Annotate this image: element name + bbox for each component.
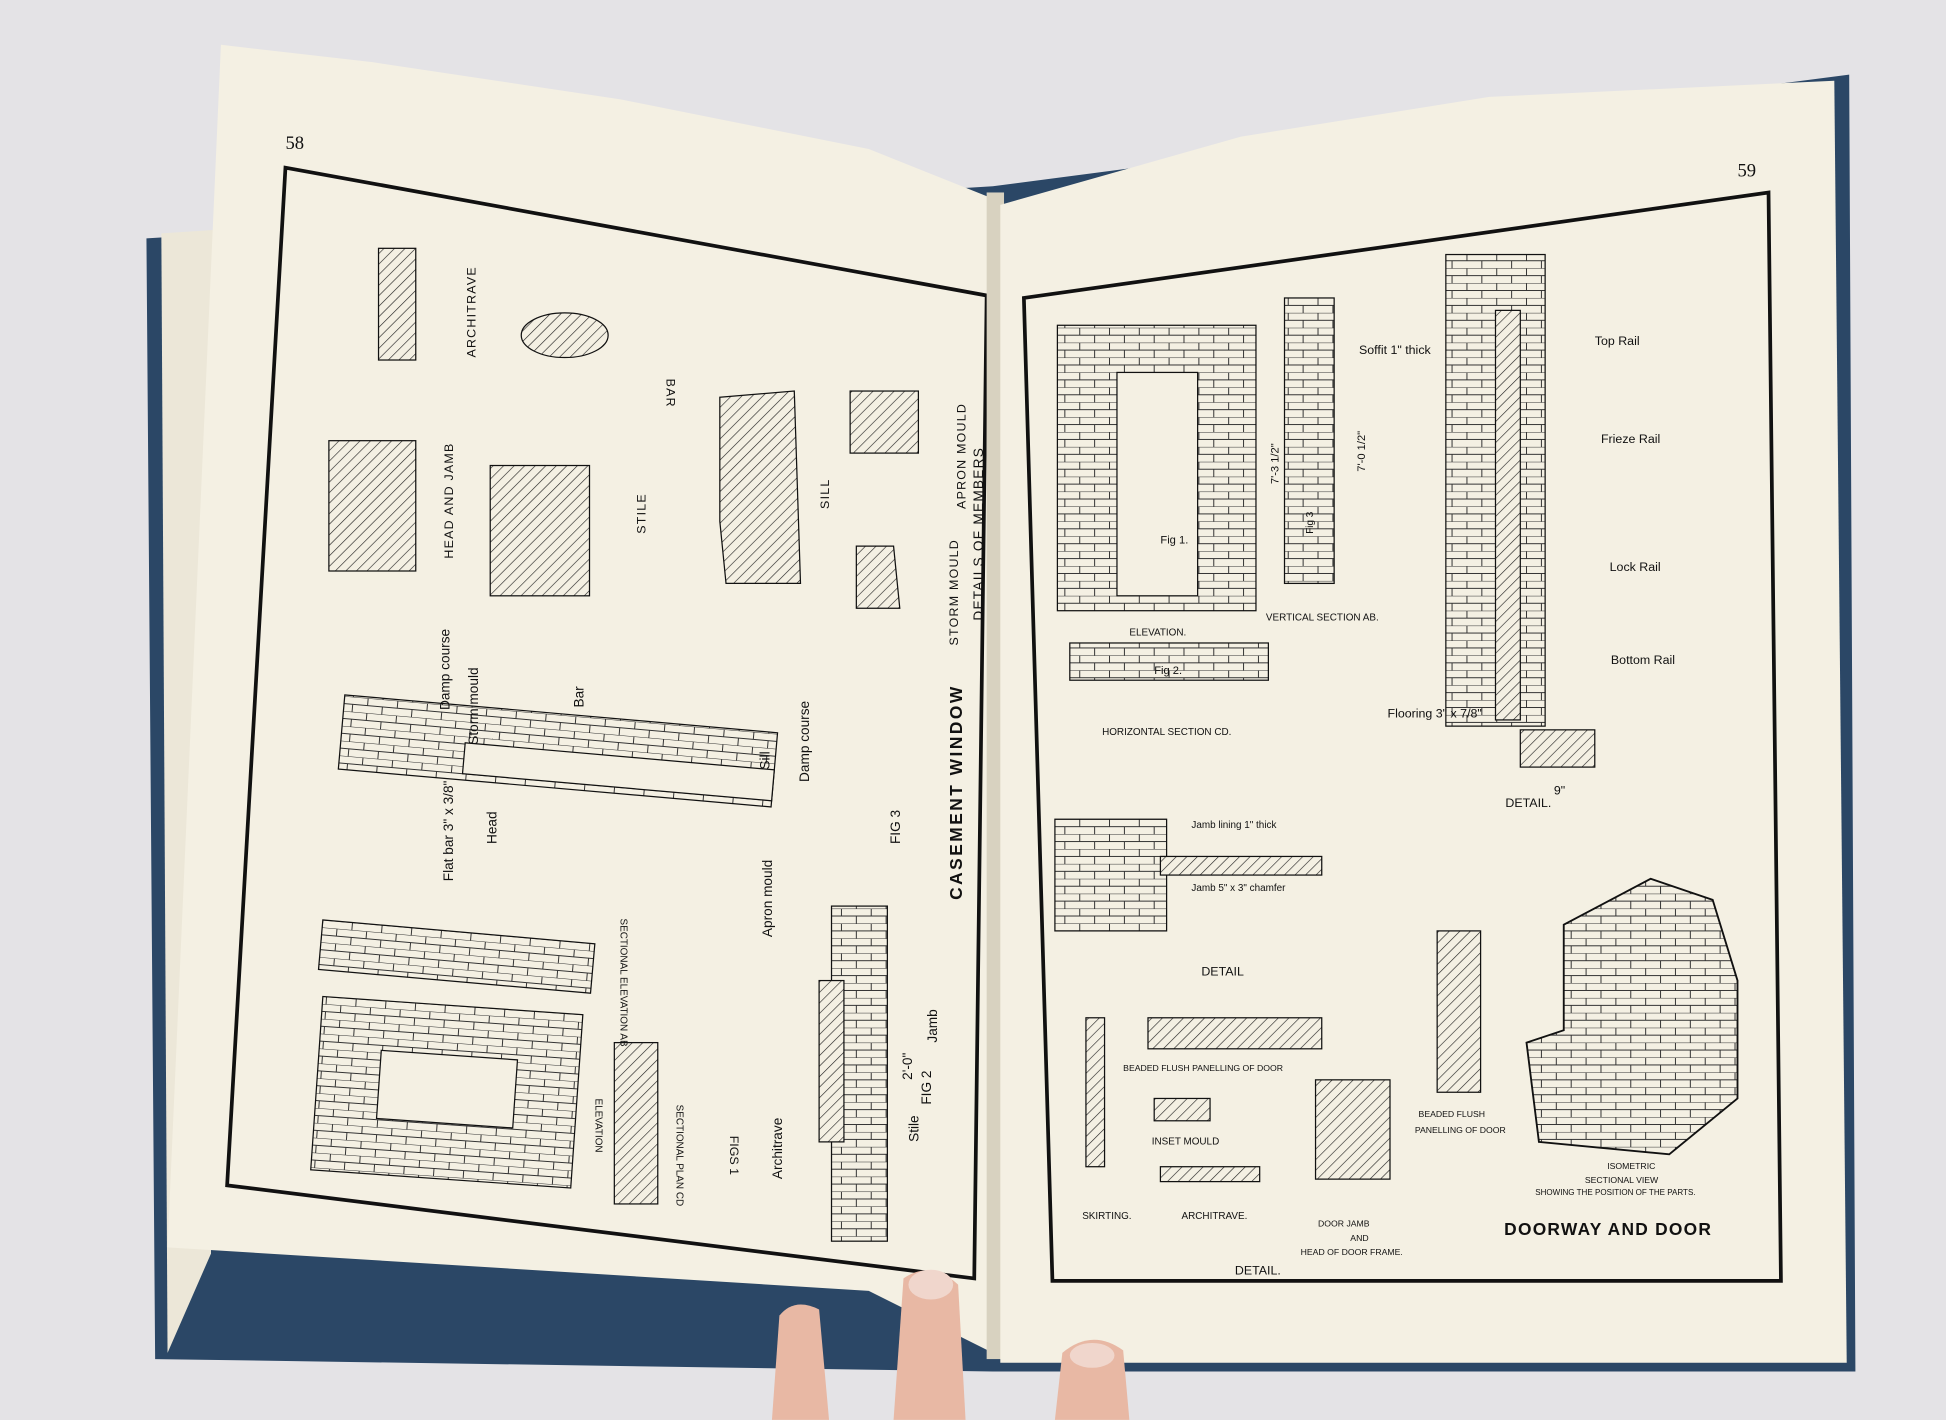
label-door-jamb-3: HEAD OF DOOR FRAME.: [1301, 1247, 1403, 1257]
label-beaded-flush: BEADED FLUSH PANELLING OF DOOR: [1123, 1063, 1283, 1073]
label-dim-7-0: 7'-0 1/2": [1356, 431, 1368, 472]
fig3-label: FIG 3: [888, 810, 903, 844]
page-number: 58: [285, 133, 304, 154]
label-bar: BAR: [663, 379, 677, 408]
fig3-sill: Sill: [757, 751, 772, 769]
fig3-damp-course-top: Damp course: [437, 629, 452, 710]
architrave-section: [377, 247, 417, 361]
label-storm-mould: STORM MOULD: [947, 539, 961, 645]
label-isometric-2: SECTIONAL VIEW: [1585, 1175, 1659, 1185]
fig1-sectional-plan: [613, 1041, 659, 1205]
right-page-frame: [1021, 190, 1783, 1283]
fig3-head: Head: [484, 811, 499, 844]
fig3-vertical-section: [1283, 297, 1335, 585]
fig3-flat-bar: Flat bar 3" x 3/8": [441, 780, 456, 881]
title: CASEMENT WINDOW: [946, 684, 966, 900]
fig2-label: FIG 2: [919, 1071, 934, 1105]
fig3-storm-mould: Storm mould: [466, 667, 481, 744]
fig3-bar: Bar: [571, 686, 586, 708]
label-flooring: Flooring 3" x 7/8": [1388, 706, 1482, 720]
fig2-horizontal-section: [1069, 642, 1269, 681]
label-stile: STILE: [634, 493, 648, 534]
title: DOORWAY AND DOOR: [1504, 1219, 1712, 1239]
label-jamb-lining: Jamb lining 1" thick: [1191, 820, 1276, 831]
door-opening: [1116, 371, 1199, 597]
isometric-view: [1525, 877, 1739, 1156]
inset-mould-section: [1153, 1097, 1211, 1122]
fig2-architrave: Architrave: [770, 1118, 785, 1179]
label-detail-bottom: DETAIL.: [1235, 1264, 1281, 1278]
label-dim-7-3: 7'-3 1/2": [1269, 443, 1281, 484]
label-vertical-section: VERTICAL SECTION AB.: [1266, 613, 1379, 624]
label-inset-mould: INSET MOULD: [1152, 1136, 1220, 1147]
page-number: 59: [1738, 160, 1757, 181]
beaded-panel-vertical: [1436, 930, 1482, 1093]
label-detail-right: DETAIL.: [1505, 796, 1551, 810]
label-skirting: SKIRTING.: [1082, 1211, 1131, 1222]
fig3-window: [461, 742, 775, 802]
fig1-sectional-plan-label: SECTIONAL PLAN CD: [673, 1105, 684, 1206]
label-dim-9: 9": [1554, 783, 1565, 797]
stile-section: [489, 464, 591, 597]
label-jamb-chamfer: Jamb 5" x 3" chamfer: [1191, 883, 1286, 894]
fig1-elevation-label: ELEVATION: [593, 1098, 604, 1152]
label-fig2: Fig 2.: [1154, 665, 1182, 677]
left-page-frame: [225, 165, 989, 1281]
label-head-and-jamb: HEAD AND JAMB: [442, 442, 456, 558]
apron-mould-section: [849, 390, 920, 454]
head-jamb-section: [328, 440, 417, 572]
label-beaded-flush-2a: BEADED FLUSH: [1419, 1109, 1486, 1119]
label-lock-rail: Lock Rail: [1610, 560, 1661, 574]
panelling-section: [1147, 1017, 1323, 1050]
spine-shadow: [986, 192, 1005, 1360]
fig2-jamb: Jamb: [925, 1009, 940, 1043]
label-bottom-rail: Bottom Rail: [1611, 653, 1675, 667]
fig1-sectional-elevation: [317, 919, 596, 994]
fig2-frame: [818, 979, 845, 1143]
door-jamb-section: [1314, 1079, 1391, 1180]
label-soffit: Soffit 1" thick: [1359, 343, 1432, 357]
storm-mould-section: [855, 545, 901, 609]
right-page: 59 Soffit 1" thick Top Rail Frieze Rail …: [1000, 80, 1847, 1363]
floor-section: [1519, 729, 1596, 768]
fig3-damp-course-bottom: Damp course: [797, 701, 812, 782]
label-door-jamb-1: DOOR JAMB: [1318, 1218, 1370, 1228]
label-detail-mid: DETAIL: [1201, 965, 1244, 979]
label-elevation: ELEVATION.: [1129, 628, 1186, 639]
label-horizontal-section: HORIZONTAL SECTION CD.: [1102, 727, 1231, 738]
label-sill: SILL: [818, 478, 832, 509]
fig1-label: FIGS 1: [727, 1136, 741, 1175]
label-isometric-1: ISOMETRIC: [1607, 1161, 1655, 1171]
fig2-dimension: 2'-0": [900, 1053, 915, 1080]
label-fig1: Fig 1.: [1160, 535, 1188, 547]
label-frieze-rail: Frieze Rail: [1601, 432, 1660, 446]
skirting-section: [1085, 1017, 1106, 1168]
label-top-rail: Top Rail: [1595, 334, 1640, 348]
label-apron-mould: APRON MOULD: [955, 403, 969, 509]
subtitle: DETAILS OF MEMBERS: [971, 447, 986, 621]
sill-section: [719, 390, 802, 585]
jamb-detail: [1054, 818, 1168, 932]
label-isometric-3: SHOWING THE POSITION OF THE PARTS.: [1535, 1188, 1695, 1197]
door-leaf: [1494, 309, 1521, 721]
jamb-lining: [1159, 855, 1323, 876]
fig2-stile: Stile: [906, 1115, 921, 1142]
left-page: 58 ARCHITRAVE BAR HEAD AND JAMB STILE SI…: [167, 44, 993, 1353]
label-architrave: ARCHITRAVE.: [1182, 1211, 1248, 1222]
architrave-section: [1159, 1166, 1261, 1183]
hand-fingers: [771, 1269, 1130, 1420]
label-architrave: ARCHITRAVE: [464, 266, 478, 357]
label-door-jamb-2: AND: [1350, 1233, 1368, 1243]
label-beaded-flush-2b: PANELLING OF DOOR: [1415, 1125, 1506, 1135]
label-fig3: Fig 3: [1305, 511, 1316, 534]
fig3-apron-mould: Apron mould: [760, 860, 775, 937]
fig1-opening: [375, 1049, 519, 1129]
bar-section: [520, 312, 609, 359]
fig1-sectional-elevation-label: SECTIONAL ELEVATION AB: [618, 919, 629, 1047]
